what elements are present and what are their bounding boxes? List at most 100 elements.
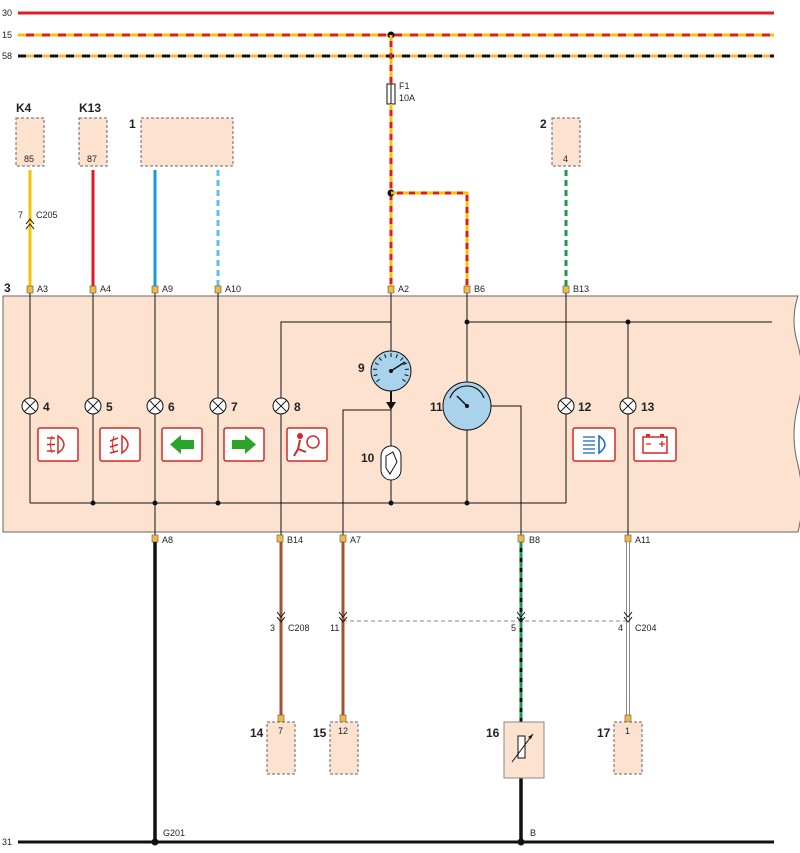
lamp-6-label: 6 bbox=[168, 400, 175, 414]
instrument-cluster: 3 bbox=[2, 281, 800, 533]
fuse-rating: 10A bbox=[399, 93, 415, 103]
gauge-tick bbox=[376, 378, 380, 382]
k13-label: K13 bbox=[79, 101, 101, 115]
pin-a10: A10 bbox=[225, 284, 241, 294]
c204-name: C204 bbox=[635, 623, 657, 633]
lamp-4-label: 4 bbox=[43, 400, 50, 414]
c204-pin-5: 5 bbox=[511, 623, 516, 633]
lamp-4: 4 bbox=[21, 397, 50, 415]
rear-fog-icon bbox=[37, 427, 79, 462]
pin-a3: A3 bbox=[37, 284, 48, 294]
gauge-tick bbox=[384, 354, 387, 359]
fuse-name: F1 bbox=[399, 81, 410, 91]
lamp-5: 5 bbox=[84, 397, 113, 415]
lamp-13: 13 bbox=[619, 397, 655, 415]
lamp-5-label: 5 bbox=[106, 400, 113, 414]
sensor-10: 10 bbox=[361, 445, 402, 481]
gauge-tick bbox=[374, 362, 379, 366]
gauge-11: 11 bbox=[430, 381, 492, 431]
front-fog-icon bbox=[99, 427, 141, 462]
component-k4: K4 85 bbox=[15, 101, 45, 167]
lamp-12: 12 bbox=[557, 397, 592, 415]
rail-31: 31 bbox=[2, 837, 774, 847]
ground-g201: G201 bbox=[163, 828, 185, 838]
pin-a7: A7 bbox=[350, 535, 361, 545]
pin-a11: A11 bbox=[635, 535, 650, 545]
c208-pin: 3 bbox=[270, 623, 275, 633]
c15-pin: 12 bbox=[338, 726, 348, 736]
pin-b8: B8 bbox=[529, 535, 540, 545]
gauge-tick bbox=[378, 357, 383, 361]
c204-pin-4: 4 bbox=[618, 623, 623, 633]
component-17: 17 1 bbox=[597, 721, 643, 775]
gauge-tick bbox=[395, 354, 398, 359]
rail-31-label: 31 bbox=[2, 837, 12, 847]
rail-58-label: 58 bbox=[2, 51, 12, 61]
gauge-tick bbox=[402, 378, 406, 382]
pin-b6: B6 bbox=[474, 284, 485, 294]
indicator-icons bbox=[37, 427, 677, 462]
gauge-9-label: 9 bbox=[358, 361, 365, 375]
component-15: 15 12 bbox=[313, 721, 359, 775]
lamp-8: 8 bbox=[272, 397, 301, 415]
ground-points: G201 B bbox=[151, 828, 536, 846]
turn-right-icon bbox=[223, 427, 265, 462]
component-14: 14 7 bbox=[250, 721, 296, 775]
lamp-8-label: 8 bbox=[294, 400, 301, 414]
c17-pin: 1 bbox=[625, 726, 630, 736]
c205-pin: 7 bbox=[18, 210, 23, 220]
component-16: 16 bbox=[486, 721, 545, 779]
component-1: 1 bbox=[129, 117, 234, 167]
component-2: 2 4 bbox=[540, 117, 581, 167]
pin-b13: B13 bbox=[573, 284, 589, 294]
c17-label: 17 bbox=[597, 726, 611, 740]
k13-pin: 87 bbox=[87, 154, 97, 164]
k4-pin: 85 bbox=[24, 154, 34, 164]
component-k13: K13 87 bbox=[78, 101, 108, 167]
lamp-6: 6 bbox=[146, 397, 175, 415]
lower-pins bbox=[277, 714, 632, 723]
c14-pin: 7 bbox=[278, 726, 283, 736]
pin-b14: B14 bbox=[287, 535, 303, 545]
connector-c204: 11 5 4 C204 bbox=[330, 611, 657, 633]
c2-label: 2 bbox=[540, 117, 547, 131]
cluster-top-pin-labels: A3 A4 A9 A10 A2 B6 B13 bbox=[37, 284, 589, 294]
lamp-12-label: 12 bbox=[578, 400, 592, 414]
rail-30-label: 30 bbox=[2, 8, 12, 18]
turn-left-icon bbox=[161, 427, 203, 462]
pin-a8: A8 bbox=[162, 535, 173, 545]
c16-label: 16 bbox=[486, 726, 500, 740]
lamp-7: 7 bbox=[209, 397, 238, 415]
cluster-label: 3 bbox=[4, 281, 11, 295]
c14-label: 14 bbox=[250, 726, 264, 740]
c1-label: 1 bbox=[129, 117, 136, 131]
rail-15-label: 15 bbox=[2, 30, 12, 40]
pin-a2: A2 bbox=[398, 284, 409, 294]
sensor-10-label: 10 bbox=[361, 451, 375, 465]
c2-pin: 4 bbox=[563, 154, 568, 164]
lamps: 4 5 6 7 8 12 13 bbox=[21, 397, 655, 415]
gauge-11-label: 11 bbox=[430, 400, 443, 414]
pin-a9: A9 bbox=[162, 284, 173, 294]
c204-pin-11: 11 bbox=[330, 623, 339, 633]
gauge-tick bbox=[404, 374, 409, 377]
rail-58: 58 bbox=[2, 51, 774, 61]
connector-c208: 3 C208 bbox=[270, 611, 310, 633]
lamp-7-label: 7 bbox=[231, 400, 238, 414]
wire-yellow: 7 C205 bbox=[18, 170, 58, 288]
rail-30: 30 bbox=[2, 8, 774, 18]
ground-b: B bbox=[530, 828, 536, 838]
airbag-icon bbox=[286, 427, 328, 462]
c208-name: C208 bbox=[288, 623, 310, 633]
gauge-tick bbox=[403, 362, 408, 366]
c205-name: C205 bbox=[36, 210, 58, 220]
rail-15: 15 bbox=[2, 30, 774, 40]
c15-label: 15 bbox=[313, 726, 327, 740]
pin-a4: A4 bbox=[100, 284, 111, 294]
lamp-13-label: 13 bbox=[641, 400, 655, 414]
gauge-tick bbox=[399, 357, 404, 361]
cluster-bottom-pin-labels: A8 B14 A7 B8 A11 bbox=[162, 535, 650, 545]
gauge-9: 9 bbox=[358, 350, 412, 410]
k4-label: K4 bbox=[16, 101, 32, 115]
